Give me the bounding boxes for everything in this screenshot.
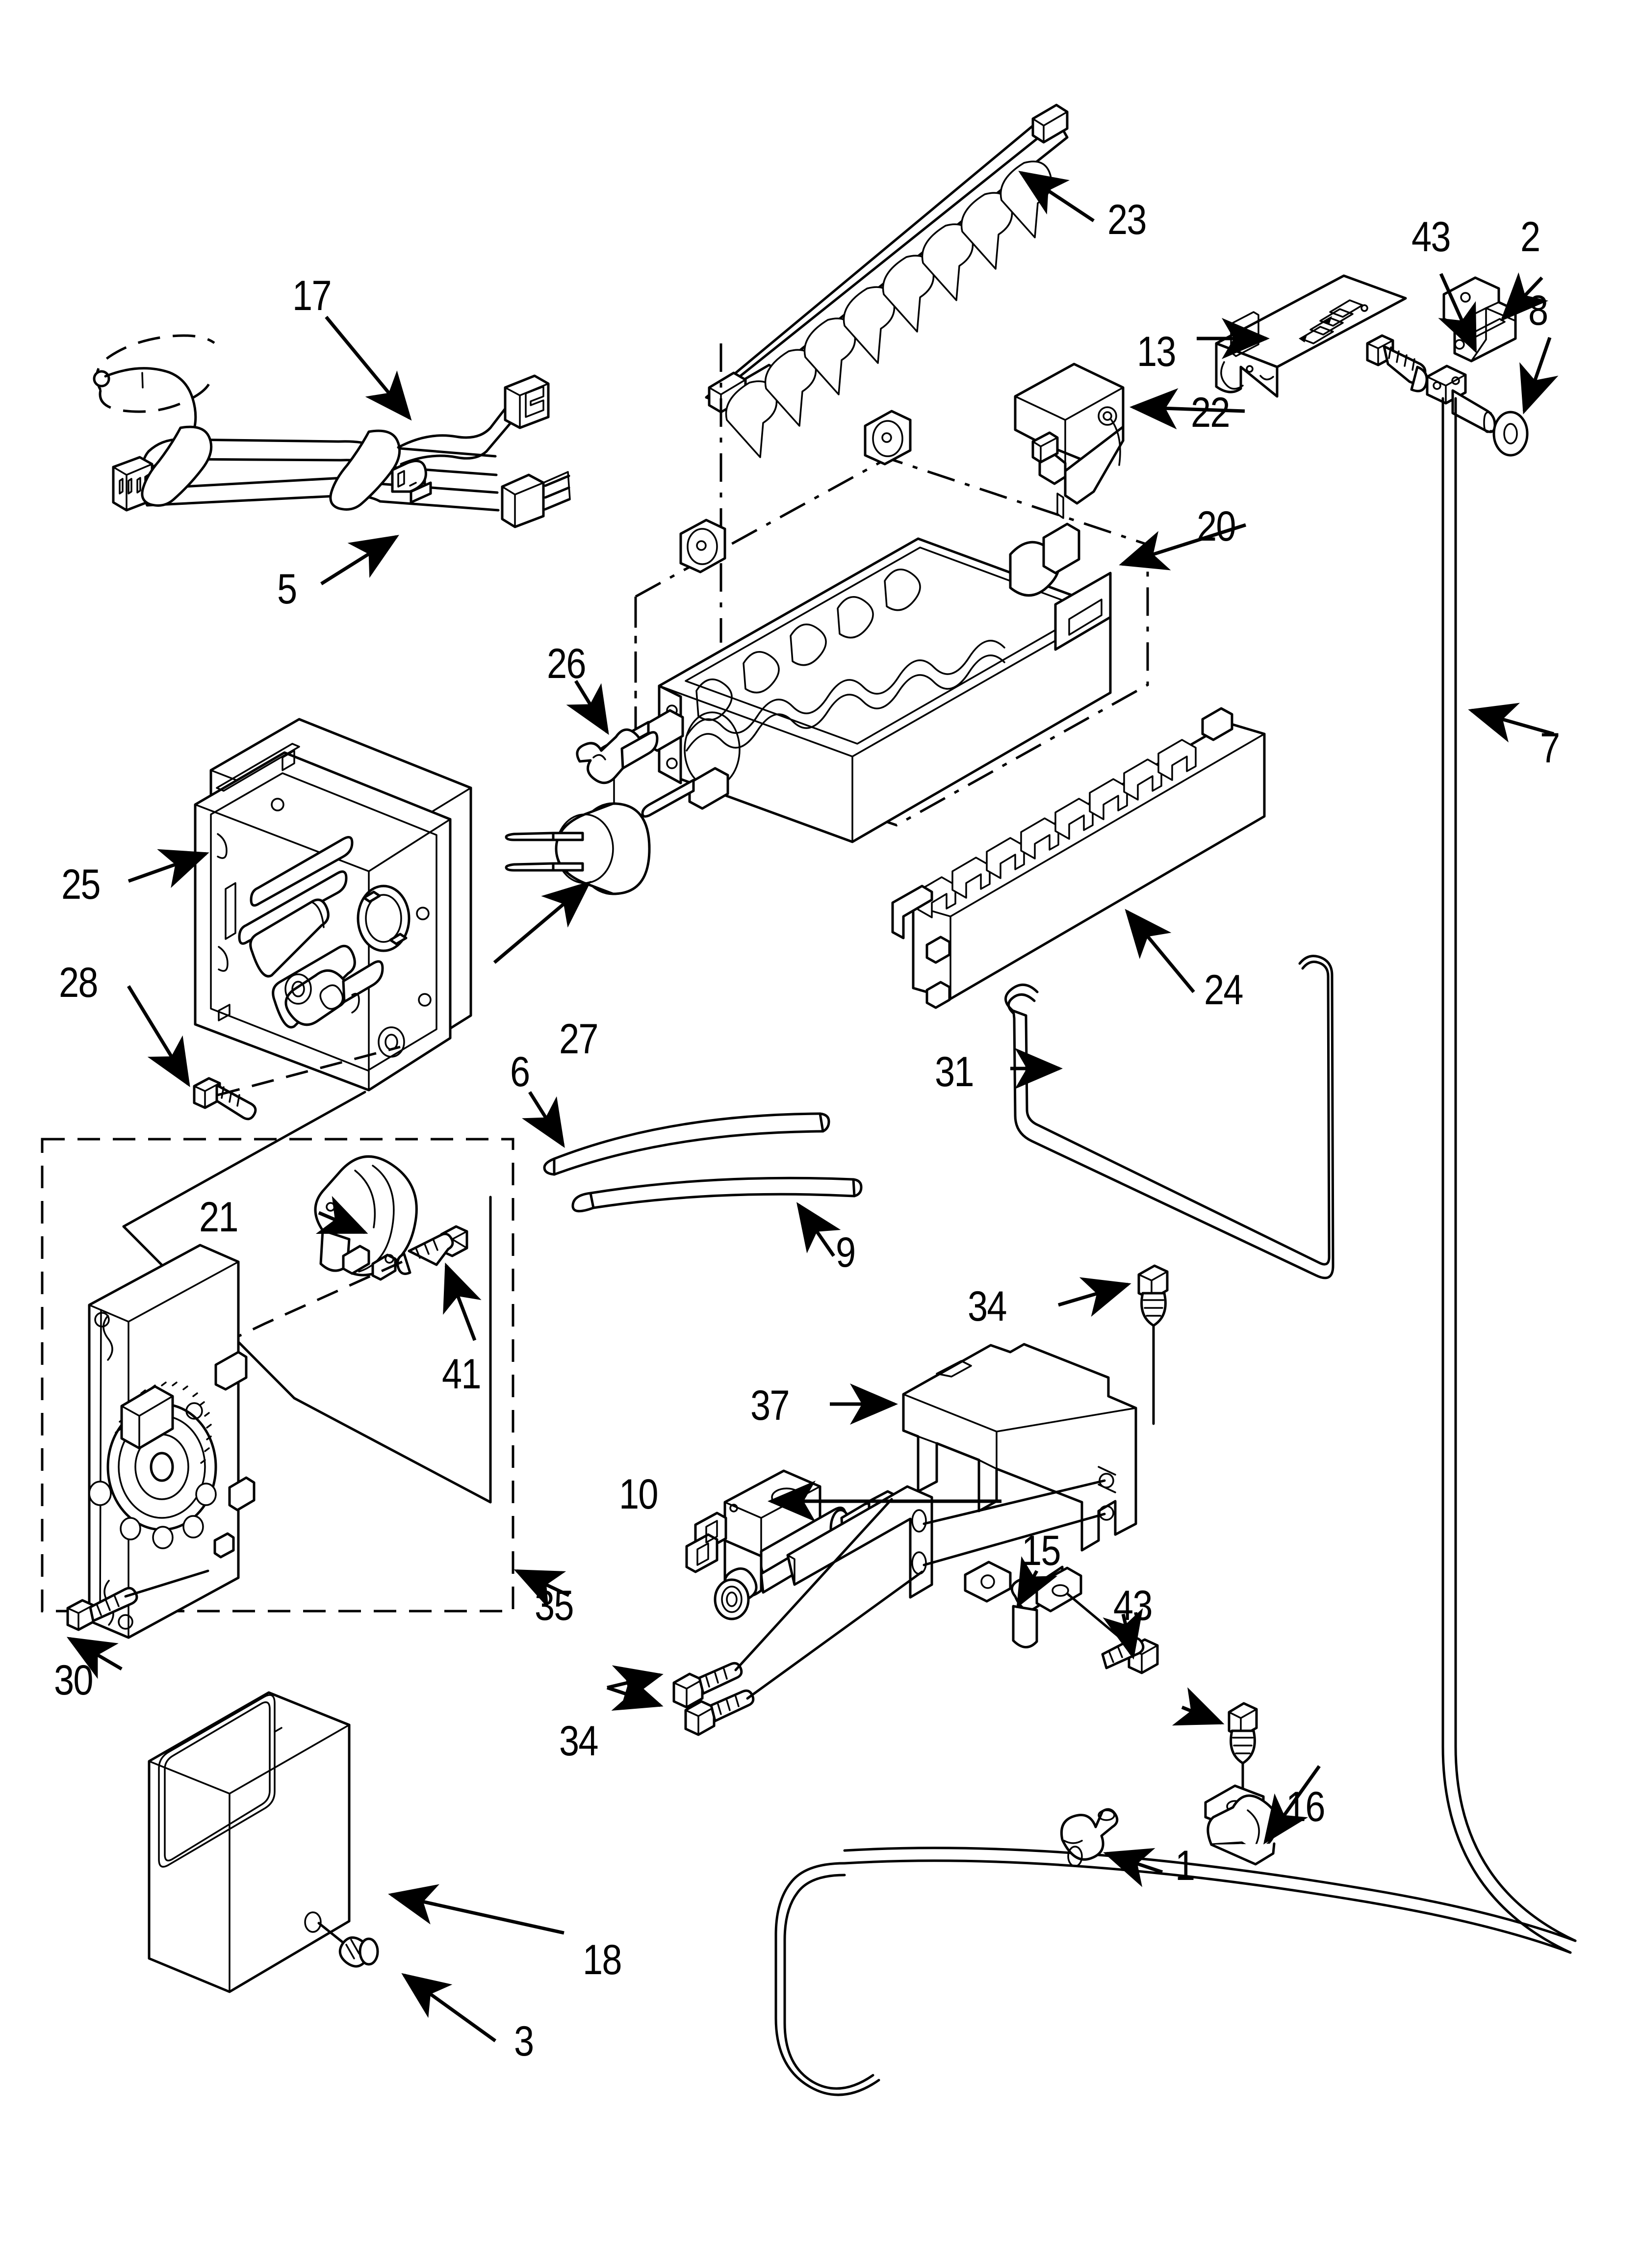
callout-16: 16 [1286, 1783, 1326, 1830]
callout-18: 18 [583, 1936, 622, 1983]
part-thermostat-group [493, 680, 659, 964]
part-wiring-harness [93, 315, 571, 528]
callout-27: 27 [559, 1016, 599, 1063]
part-shutoff-arm [1004, 955, 1334, 1279]
callout-24: 24 [1204, 966, 1244, 1014]
callout-15: 15 [1022, 1527, 1061, 1574]
part-mold-cover [1197, 274, 1407, 398]
callout-20: 20 [1197, 503, 1236, 550]
callout-28: 28 [59, 959, 99, 1006]
callout-35: 35 [535, 1582, 574, 1629]
callout-25: 25 [61, 861, 101, 908]
callout-9: 9 [836, 1229, 856, 1276]
callout-17: 17 [292, 272, 332, 319]
part-tube-clamp-16 [1172, 1687, 1321, 1866]
part-module-assembly [41, 1091, 570, 1679]
callout-26: 26 [547, 640, 587, 687]
part-tube-clamp-15 [1010, 1556, 1159, 1674]
callout-43-bottom: 43 [1113, 1582, 1153, 1629]
part-water-valve-group [606, 1264, 1169, 1736]
callout-7: 7 [1540, 725, 1560, 772]
callout-13: 13 [1137, 328, 1177, 375]
part-ice-ejector-arm [705, 104, 1095, 458]
callout-31: 31 [935, 1048, 975, 1095]
callout-6: 6 [510, 1048, 530, 1095]
callout-23: 23 [1107, 196, 1147, 243]
callout-34-bottom: 34 [559, 1718, 599, 1765]
part-icemaker-housing [127, 718, 472, 1121]
part-ice-stripper [891, 707, 1266, 1009]
callout-43-top: 43 [1411, 213, 1451, 261]
callout-21: 21 [199, 1194, 239, 1241]
part-water-fill-cup [1014, 363, 1245, 519]
callout-3: 3 [514, 2018, 534, 2065]
part-elbow-fitting [1060, 1808, 1163, 1887]
part-ice-mold [596, 343, 1247, 843]
callout-37: 37 [750, 1382, 790, 1429]
callout-22: 22 [1191, 389, 1231, 436]
part-fill-tubes [521, 1091, 863, 1257]
part-water-supply-tube [774, 397, 1577, 2096]
callout-2: 2 [1520, 213, 1540, 261]
callout-34-top: 34 [968, 1283, 1007, 1330]
part-fill-tube-bracket-group [1366, 272, 1559, 457]
callout-10: 10 [619, 1471, 659, 1518]
callout-30: 30 [54, 1657, 94, 1704]
callout-41: 41 [442, 1351, 482, 1398]
callout-1: 1 [1175, 1842, 1195, 1889]
callout-8: 8 [1528, 287, 1548, 334]
part-wire-clip [320, 460, 432, 585]
callout-5: 5 [277, 566, 297, 613]
part-module-cover [148, 1691, 564, 2042]
